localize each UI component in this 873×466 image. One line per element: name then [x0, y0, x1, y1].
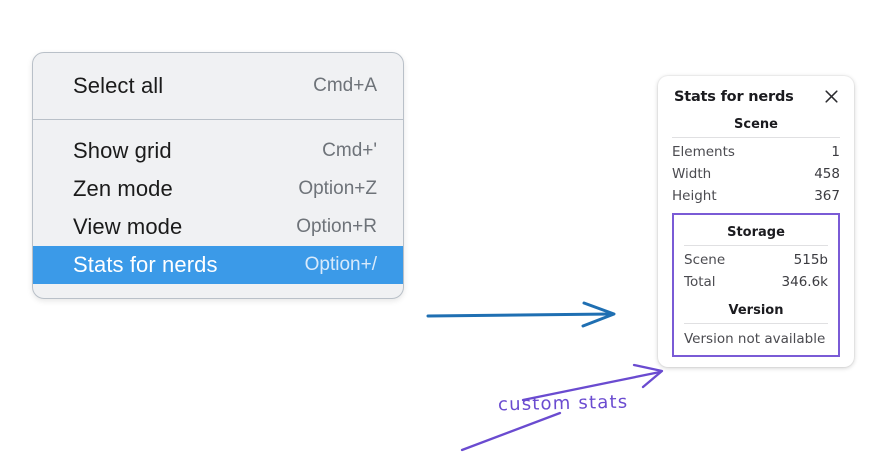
stats-row-height: Height 367 [672, 185, 840, 207]
menu-item-zen-mode[interactable]: Zen mode Option+Z [33, 170, 403, 208]
custom-stats-box: Storage Scene 515b Total 346.6k Version … [672, 213, 840, 357]
menu-item-label: Zen mode [73, 176, 173, 201]
stats-row-key: Height [672, 188, 717, 204]
stats-row-width: Width 458 [672, 163, 840, 185]
menu-item-label: View mode [73, 214, 183, 239]
stats-row-value: 346.6k [781, 274, 828, 290]
stats-row-key: Scene [684, 252, 726, 268]
storage-row-total: Total 346.6k [684, 271, 828, 293]
context-menu: Select all Cmd+A Show grid Cmd+' Zen mod… [32, 52, 404, 299]
version-value: Version not available [684, 331, 826, 347]
stats-row-value: 1 [831, 144, 840, 160]
callout-arrow-icon [521, 363, 664, 402]
menu-item-label: Stats for nerds [73, 252, 218, 277]
menu-item-show-grid[interactable]: Show grid Cmd+' [33, 132, 403, 170]
stats-row-value: 515b [793, 252, 828, 268]
flow-arrow-right-icon [426, 301, 616, 328]
close-icon[interactable] [823, 88, 840, 105]
underline-stroke-icon [460, 411, 562, 452]
section-heading-storage: Storage [727, 225, 785, 240]
menu-item-shortcut: Option+Z [298, 178, 377, 199]
stats-panel-header: Stats for nerds [658, 86, 854, 107]
menu-item-shortcut: Cmd+' [322, 140, 377, 161]
menu-item-label: Select all [73, 73, 164, 98]
stats-for-nerds-panel: Stats for nerds Scene Elements 1 Width 4… [658, 76, 854, 367]
menu-group-bottom: Show grid Cmd+' Zen mode Option+Z View m… [33, 120, 403, 298]
menu-item-label: Show grid [73, 138, 172, 163]
section-rule [684, 323, 828, 324]
menu-item-view-mode[interactable]: View mode Option+R [33, 208, 403, 246]
menu-item-shortcut: Cmd+A [313, 75, 377, 96]
stats-row-key: Total [684, 274, 716, 290]
section-heading-version: Version [728, 303, 784, 318]
menu-item-shortcut: Option+R [296, 216, 377, 237]
section-rule [672, 137, 840, 138]
annotation-custom-stats-label: custom stats [497, 391, 629, 416]
stats-row-key: Width [672, 166, 712, 182]
stats-row-value: 367 [814, 188, 840, 204]
section-rule [684, 245, 828, 246]
menu-group-top: Select all Cmd+A [33, 53, 403, 119]
menu-item-stats-for-nerds[interactable]: Stats for nerds Option+/ [33, 246, 403, 284]
storage-row-scene: Scene 515b [684, 249, 828, 271]
section-heading-scene: Scene [734, 117, 778, 132]
stats-row-key: Elements [672, 144, 735, 160]
menu-divider [33, 119, 403, 120]
stats-panel-title: Stats for nerds [674, 88, 794, 105]
stats-row-elements: Elements 1 [672, 141, 840, 163]
menu-item-shortcut: Option+/ [304, 254, 377, 275]
stats-panel-body: Scene Elements 1 Width 458 Height 367 St… [658, 107, 854, 357]
stats-row-value: 458 [814, 166, 840, 182]
menu-item-select-all[interactable]: Select all Cmd+A [33, 67, 403, 105]
